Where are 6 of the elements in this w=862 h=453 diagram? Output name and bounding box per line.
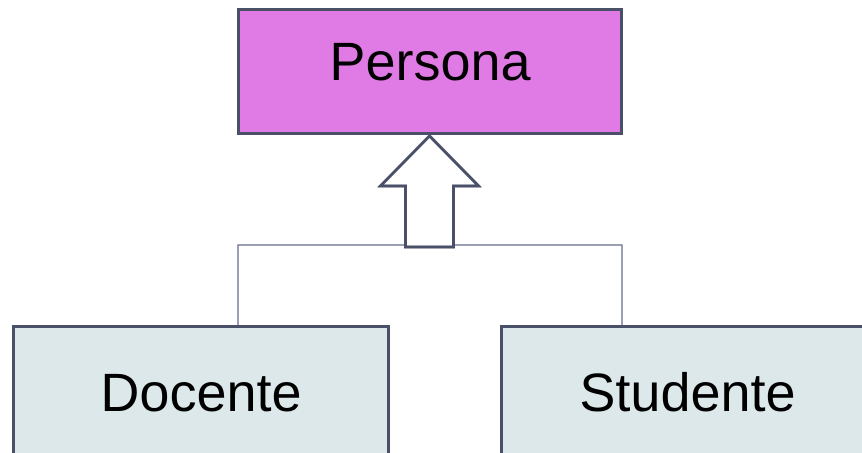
class-name: Docente	[100, 362, 302, 425]
class-box	[12, 325, 390, 453]
class-box	[237, 8, 623, 135]
class-name: Persona	[329, 31, 531, 94]
class-box	[500, 325, 862, 453]
class-name: Studente	[579, 362, 796, 425]
